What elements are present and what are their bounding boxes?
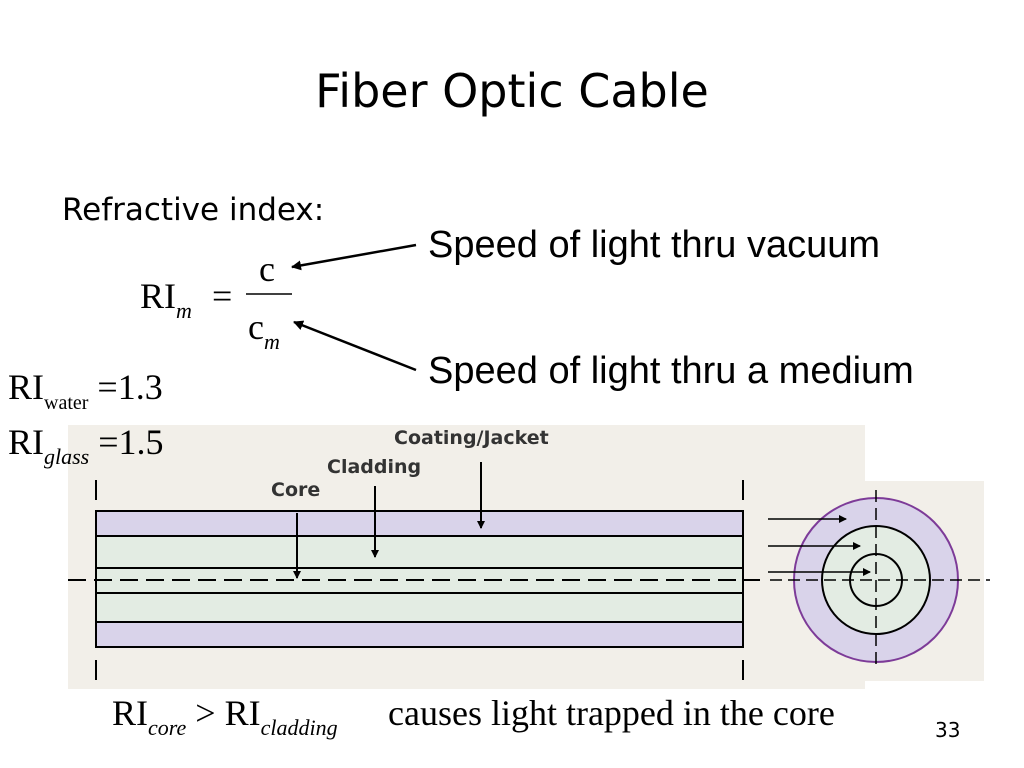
medium-arrow [293,320,417,372]
jacket-bottom [95,621,744,648]
formula-lhs-text: RI [140,276,176,316]
page-number: 33 [935,718,961,742]
formula-lhs: RIm [140,275,192,324]
ri-water: RIwater =1.3 [8,366,163,415]
coating-label: Coating/Jacket [394,427,549,449]
formula-denominator-sub: m [263,329,280,354]
ri-glass: RIglass =1.5 [8,421,164,470]
formula-lhs-sub: m [176,298,192,323]
conclusion-text: causes light trapped in the core [388,693,835,733]
conclusion-rhs-sub: cladding [260,715,338,740]
conclusion-op: > [195,693,216,733]
core-label: Core [271,479,321,501]
formula-equals: = [212,276,233,316]
refractive-index-label: Refractive index: [62,192,325,228]
ri-glass-sub: glass [44,444,90,469]
ri-glass-value: =1.5 [98,422,164,462]
ri-water-sub: water [44,392,89,414]
slide-title: Fiber Optic Cable [315,64,709,118]
formula-denominator-text: c [248,307,264,347]
conclusion-inequality: RIcore > RIcladding [112,692,338,741]
conclusion-lhs-sub: core [148,715,187,740]
jacket-top [95,510,744,537]
ri-glass-lhs: RI [8,422,44,462]
ri-water-lhs: RI [8,367,44,407]
medium-annotation: Speed of light thru a medium [428,350,914,392]
formula-numerator: c [259,249,275,289]
ri-water-value: =1.3 [97,367,163,407]
cladding-label: Cladding [327,456,422,478]
vacuum-annotation: Speed of light thru vacuum [428,224,881,266]
formula-denominator: cm [248,306,280,355]
vacuum-arrow [291,243,417,271]
conclusion-lhs: RI [112,693,148,733]
conclusion-rhs: RI [224,693,261,733]
